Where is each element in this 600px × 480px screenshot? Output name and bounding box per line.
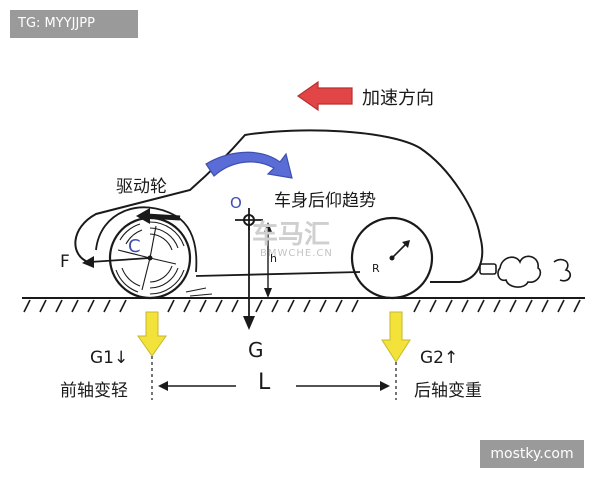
front-fender (95, 206, 198, 273)
watermark-center-en: BMWCHE.CN (260, 248, 333, 259)
rear-load-arrow (381, 311, 411, 363)
watermark-badge-bottom: mostky.com (480, 440, 584, 468)
watermark-center-cn: 车马汇 (252, 220, 331, 250)
axle-reference-lines (151, 356, 397, 400)
height-h-dimension (264, 222, 272, 298)
wheel-r-label: R (372, 262, 380, 275)
front-axle-lighter-label: 前轴变轻 (60, 381, 128, 401)
car-body-bottom (195, 271, 361, 277)
wheel-c-label: C (128, 236, 141, 257)
wheelbase-dimension (158, 381, 390, 391)
acceleration-direction-label: 加速方向 (362, 88, 434, 109)
front-load-arrow (137, 311, 167, 357)
gravity-g-arrow (243, 226, 255, 330)
gravity-g-label: G (248, 338, 264, 362)
wheel-rotation-arrow (136, 208, 181, 224)
rear-wheel (350, 216, 434, 300)
acceleration-arrow (296, 80, 353, 112)
car-body-outline (74, 129, 484, 283)
force-f-label: F (60, 252, 70, 272)
g2-label: G2↑ (420, 348, 459, 368)
body-tilt-label: 车身后仰趋势 (274, 191, 376, 211)
drive-wheel-label: 驱动轮 (116, 177, 167, 197)
watermark-badge-top: TG: MYYJJPP (10, 10, 138, 38)
wheelbase-l-label: L (258, 370, 271, 395)
body-tilt-rotation-arrow (205, 151, 293, 179)
force-f-arrow (82, 256, 151, 268)
ground-hatching (23, 299, 581, 313)
center-o-label: O (230, 194, 242, 212)
rear-axle-heavier-label: 后轴变重 (414, 381, 482, 401)
exhaust-smoke (479, 255, 572, 288)
skid-lines (185, 287, 213, 297)
g1-label: G1↓ (90, 348, 129, 368)
height-h-label: h (270, 252, 277, 265)
